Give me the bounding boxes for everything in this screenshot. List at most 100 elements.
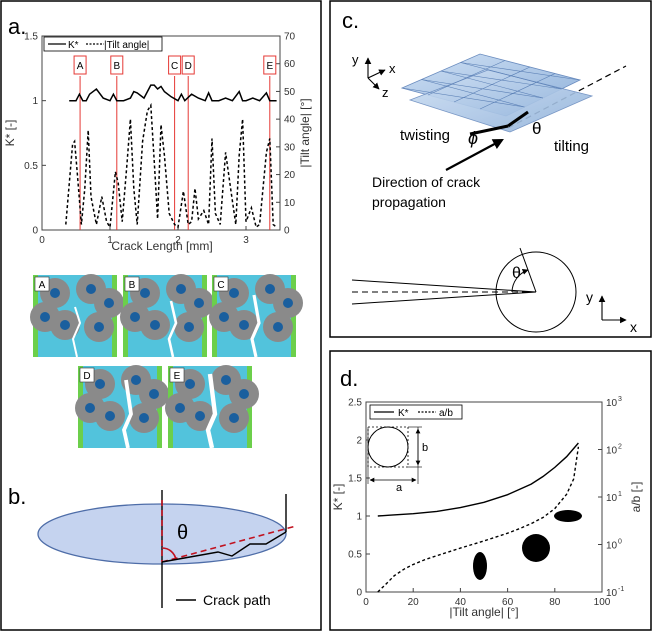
mesh-line [460,62,562,90]
snapshot-e: E [165,365,259,449]
panel-b: b. θ Crack path [8,484,297,608]
snapshot-label: A [39,280,46,291]
panel-d-ytick-label: 1 [356,512,362,523]
snapshot-label: C [217,280,224,291]
panel-ab-frame [0,0,322,631]
panel-d-ytick-label: 2.5 [348,398,362,409]
snapshot-fiber-core [131,375,141,385]
panel-a-ytick-right-label: 60 [284,59,296,70]
panel-c-crack-plates [400,53,594,133]
snapshot-label-box [34,276,50,292]
panel-c-direction-arrow [445,138,504,171]
snapshot-fiber-core [140,288,150,298]
panel-c-direction-line1: Direction of crack [372,174,481,190]
panel-c-frame [329,0,652,338]
snapshot-crack [250,294,261,358]
snapshot-fiber-core [104,298,114,308]
snapshot-fiber-core [265,284,275,294]
snapshot-b: B [120,274,214,358]
snapshot-label-box [79,367,95,383]
panel-c-twisting: twisting [400,127,450,144]
panel-c-circle [495,251,577,333]
snapshot-label: E [174,371,181,382]
panel-a-legend-box [43,36,163,52]
snapshot-fiber-core [273,322,283,332]
panel-c-tilting: tilting [554,138,589,155]
panel-c-theta2: θ [512,265,521,282]
axis2d-y-label: y [586,289,593,305]
snapshot-fiber-core [50,288,60,298]
axis3d-x-label: x [389,61,396,76]
panel-d-ylabel: K* [-] [331,484,345,511]
snapshot-fiber-core [95,379,105,389]
snapshot-a: A [30,274,124,358]
panel-a-marker-box [110,55,124,75]
shape-circle [522,534,550,562]
panel-a-marker-label: A [77,61,84,72]
panel-c-wedge-top [351,279,537,293]
mesh-diagonal [460,62,581,81]
axis3d-z-label: z [382,85,389,100]
axis3d-y-label: y [352,52,359,67]
snapshot-label: D [83,371,90,382]
panel-a-series-tilt [65,102,278,230]
panel-a-xtick-label: 2 [175,235,181,246]
panel-d-legend-k: K* [398,408,409,419]
panel-a-ytick-right-label: 20 [284,170,296,181]
panel-a-legend-tilt: |Tilt angle| [104,40,149,51]
snapshot-label-box [213,276,229,292]
axis3d-z-arrow [367,77,380,90]
panel-c-label: c. [342,8,359,33]
panel-d-ytick-right-exp: -1 [618,586,624,593]
mesh-line [479,73,556,110]
panel-d-xlabel: |Tilt angle| [°] [449,605,518,619]
shape-tall-ellipse [473,552,487,580]
snapshot-fiber-core [283,298,293,308]
snapshot-fiber-core [185,379,195,389]
snapshot-fiber-core [195,411,205,421]
snapshot-label-box [124,276,140,292]
snapshot-fiber-core [221,375,231,385]
snapshot-fiber-core [184,322,194,332]
snapshot-c: C [209,274,303,358]
panel-a-ytick-right-label: 50 [284,87,296,98]
snapshot-fiber-core [130,312,140,322]
snapshot-crack [122,379,133,449]
panel-d-ytick-right-label: 10 [606,398,618,409]
panel-b-theta: θ [177,522,188,544]
panel-d-legend-ab: a/b [439,408,453,419]
axis2d-x-label: x [630,319,637,335]
snapshot-crack [71,306,82,358]
panel-a-marker-box [181,55,195,75]
panel-d-ytick-label: 2 [356,436,362,447]
panel-a-ylabel-right: |Tilt angle| [°] [298,98,312,167]
panel-a-ytick-right-label: 30 [284,142,296,153]
panel-d-xtick-label: 100 [594,597,611,608]
panel-a-ylabel: K* [-] [3,120,17,147]
snapshot-fiber-core [176,284,186,294]
panel-d-ytick-label: 1.5 [348,474,362,485]
panel-c-phi: ϕ [468,128,478,148]
panel-a-legend: K* |Tilt angle| [43,36,163,52]
snapshot-fiber-core [149,389,159,399]
panel-a-ytick-label: 1.5 [24,32,38,43]
panel-a-marker-box [263,55,277,75]
panel-a-ytick-right-label: 10 [284,198,296,209]
panel-a-label: a. [8,14,26,39]
panel-a-xtick-label: 0 [39,235,45,246]
panel-a-marker-label: E [266,61,273,72]
mesh-diagonal [421,79,544,99]
snapshot-label-box [169,367,185,383]
panel-a-series-k [69,84,277,102]
panel-c-theta: θ [532,119,541,138]
panel-d-legend: K* a/b [369,404,463,420]
snapshot-fiber-core [60,320,70,330]
panel-a-xtick-label: 1 [107,235,113,246]
snapshot-fiber-core [239,389,249,399]
panel-d-ytick-right-label: 10 [606,493,618,504]
